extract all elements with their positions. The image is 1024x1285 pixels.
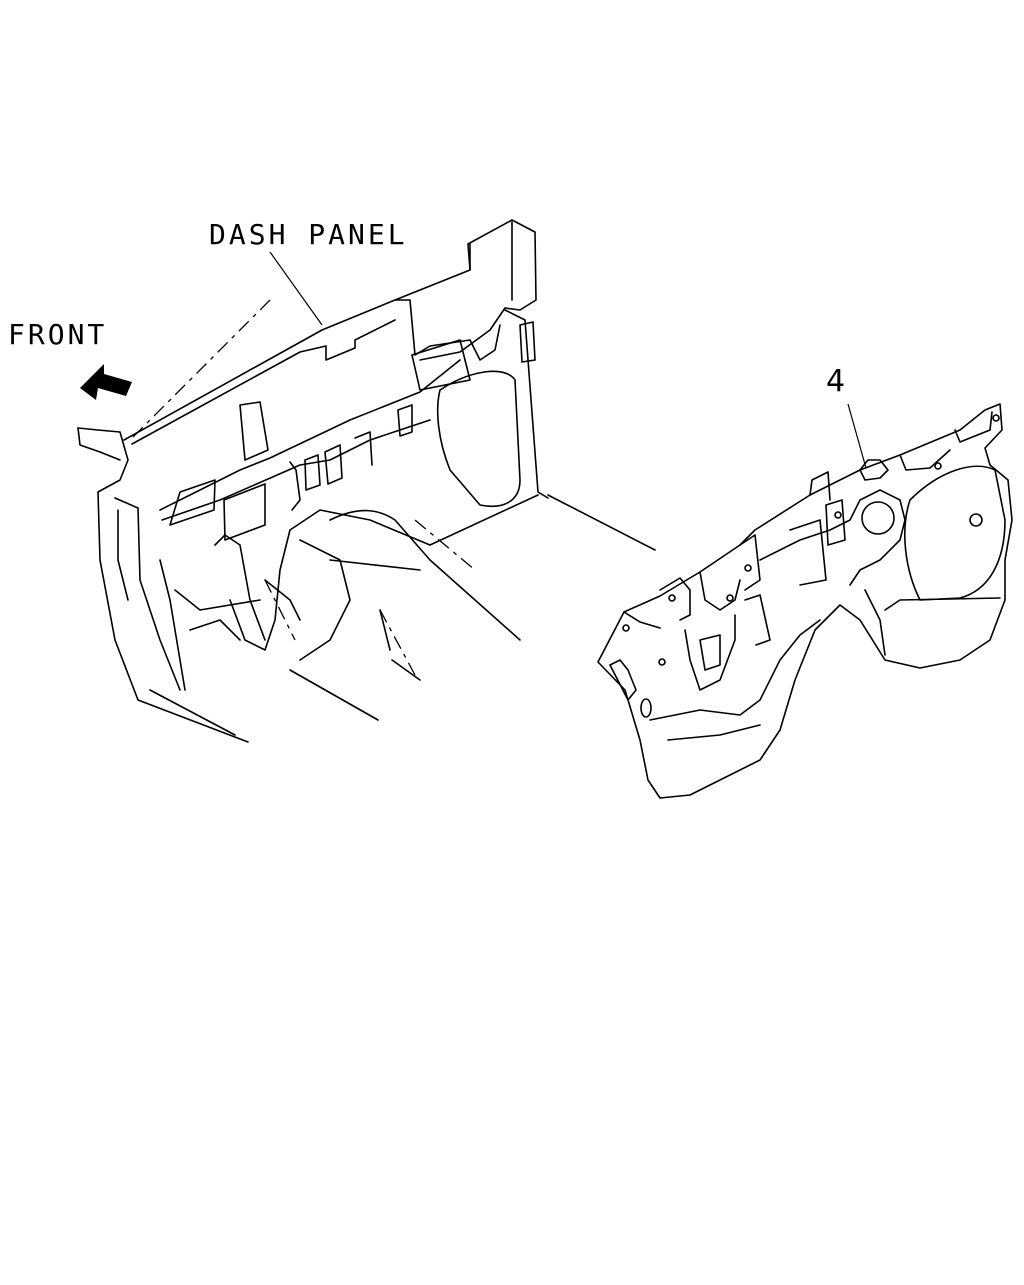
front-arrow-icon — [80, 364, 132, 400]
vehicle-body-context — [77, 219, 656, 743]
part-number-label: 4 — [826, 364, 846, 399]
dash-panel-leader-line — [269, 251, 323, 326]
front-direction-label: FRONT — [8, 318, 108, 351]
part-4-leader-line — [847, 403, 867, 469]
dash-panel-label: DASH PANEL — [209, 218, 408, 251]
part-4-insulator — [597, 403, 1013, 799]
